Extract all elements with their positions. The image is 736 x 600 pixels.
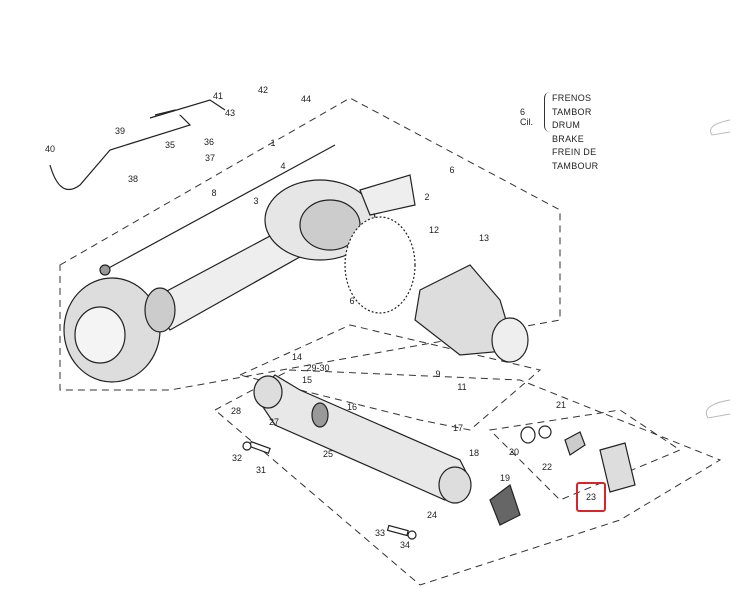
part-label[interactable]: 6: [349, 296, 355, 306]
part-label[interactable]: 21: [555, 400, 567, 410]
part-label-highlighted[interactable]: 23: [585, 492, 597, 502]
drive-shaft: [242, 374, 636, 540]
part-label[interactable]: 27: [268, 417, 280, 427]
part-label[interactable]: 1: [270, 138, 276, 148]
part-label[interactable]: 11: [457, 382, 467, 392]
group-outlines: [59, 97, 722, 586]
engine-label: 6 Cil.: [520, 107, 533, 127]
part-label[interactable]: 44: [300, 94, 312, 104]
part-label[interactable]: 33: [374, 528, 386, 538]
part-label[interactable]: 32: [231, 453, 243, 463]
part-label[interactable]: 4: [280, 161, 286, 171]
part-label[interactable]: 2: [424, 192, 430, 202]
part-label[interactable]: 16: [346, 402, 358, 412]
part-label[interactable]: 8: [211, 188, 217, 198]
part-label[interactable]: 35: [164, 140, 176, 150]
part-label[interactable]: 41: [212, 91, 224, 101]
part-label[interactable]: 31: [255, 465, 267, 475]
part-label[interactable]: 28: [230, 406, 242, 416]
part-label[interactable]: 12: [428, 225, 440, 235]
page-edge-marks: [705, 119, 731, 419]
part-label[interactable]: 40: [44, 144, 56, 154]
part-label[interactable]: 6: [449, 165, 455, 175]
part-label[interactable]: 3: [253, 196, 259, 206]
part-label[interactable]: 38: [127, 174, 139, 184]
part-label[interactable]: 22: [541, 462, 553, 472]
part-label[interactable]: 9: [435, 369, 441, 379]
part-label[interactable]: 24: [426, 510, 438, 520]
part-label[interactable]: 29-30: [306, 363, 330, 373]
legend-brace: [544, 92, 551, 132]
part-label[interactable]: 18: [468, 448, 480, 458]
part-label[interactable]: 37: [204, 153, 216, 163]
part-label[interactable]: 14: [291, 352, 303, 362]
part-label[interactable]: 13: [478, 233, 490, 243]
part-label[interactable]: 25: [322, 449, 334, 459]
part-label[interactable]: 39: [114, 126, 126, 136]
part-label[interactable]: 43: [224, 108, 236, 118]
part-label[interactable]: 34: [399, 540, 411, 550]
axle-housing: [49, 99, 529, 383]
legend-french: FREIN DE TAMBOUR: [552, 147, 599, 171]
part-label[interactable]: 36: [203, 137, 215, 147]
part-label[interactable]: 15: [301, 375, 313, 385]
highlighted-part-box[interactable]: 23: [576, 482, 606, 512]
part-label[interactable]: 19: [499, 473, 511, 483]
legend-spanish: FRENOS TAMBOR: [552, 93, 592, 117]
part-label[interactable]: 17: [452, 423, 464, 433]
part-label[interactable]: 20: [508, 447, 520, 457]
legend-english: DRUM BRAKE: [552, 120, 585, 144]
part-label[interactable]: 42: [257, 85, 269, 95]
